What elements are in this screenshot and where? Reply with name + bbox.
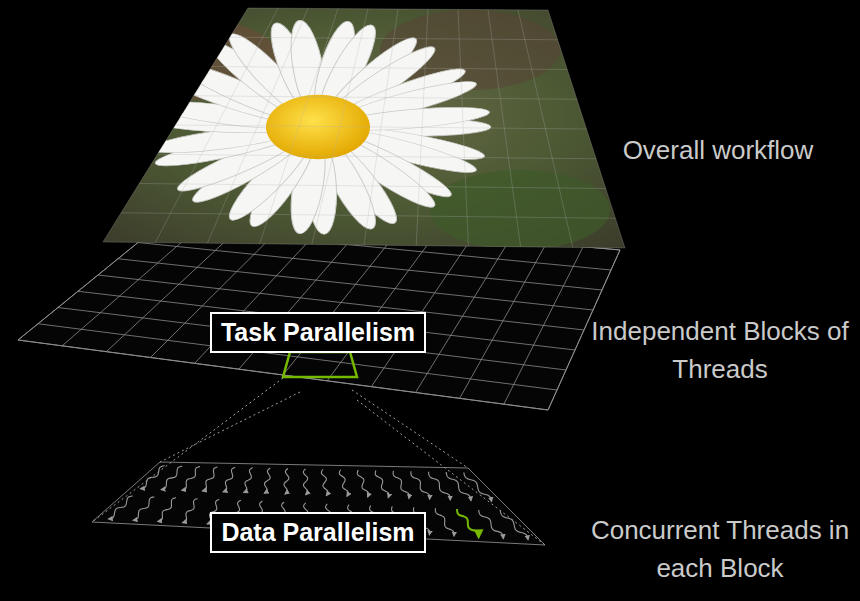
thread-arrow	[479, 510, 504, 539]
grid-line	[139, 184, 606, 189]
zoom-line	[160, 392, 300, 462]
grid-line	[103, 242, 625, 248]
thread-arrow	[182, 467, 200, 491]
level-caption: Overall workflow	[587, 131, 849, 169]
thread-arrow	[411, 471, 430, 499]
thread-arrow	[446, 472, 471, 501]
level-caption: Concurrent Threads in each Block	[589, 511, 851, 587]
grid-line	[78, 291, 575, 350]
thread-arrow	[140, 466, 164, 489]
zoom-line	[352, 390, 468, 468]
flower-image	[90, 0, 640, 260]
grid-line	[248, 8, 548, 10]
thread-arrow	[158, 498, 176, 522]
thread-arrow	[303, 469, 307, 495]
thread-arrow	[133, 497, 154, 520]
thread-arrow	[457, 509, 479, 537]
grid-line	[118, 259, 593, 310]
label-box: Data Parallelism	[210, 512, 425, 553]
grid-line	[212, 67, 568, 70]
box-label: Task Parallelism	[221, 318, 415, 347]
thread-arrow	[223, 467, 235, 491]
thread-arrow	[284, 469, 289, 494]
thread-arrow	[182, 499, 197, 523]
zoom-line	[92, 378, 283, 522]
thread-arrow	[161, 466, 182, 489]
thread-arrow	[375, 470, 389, 497]
grid-line	[230, 37, 558, 40]
grid-line	[138, 243, 602, 291]
grid-line	[157, 154, 596, 159]
thread-arrow	[500, 511, 528, 540]
image-background	[90, 0, 640, 260]
thread-arrow	[393, 471, 409, 499]
thread-arrow	[264, 468, 270, 493]
thread-arrow	[357, 470, 368, 497]
thread-arrow	[244, 468, 253, 493]
thread-arrow	[321, 469, 328, 495]
selected-block	[283, 352, 357, 377]
thread-arrow	[202, 467, 217, 491]
thread-arrow	[339, 470, 348, 497]
grid-line	[58, 308, 566, 371]
grid-line	[194, 96, 577, 100]
box-label: Data Parallelism	[221, 518, 414, 547]
thread-arrow	[435, 508, 454, 536]
label-box: Task Parallelism	[210, 312, 426, 353]
grid-line	[176, 125, 587, 129]
grid-line	[121, 213, 615, 219]
thread-arrow	[108, 496, 132, 519]
level-caption: Independent Blocks of Threads	[589, 312, 851, 388]
thread-arrow	[464, 472, 492, 501]
daisy	[144, 19, 491, 234]
